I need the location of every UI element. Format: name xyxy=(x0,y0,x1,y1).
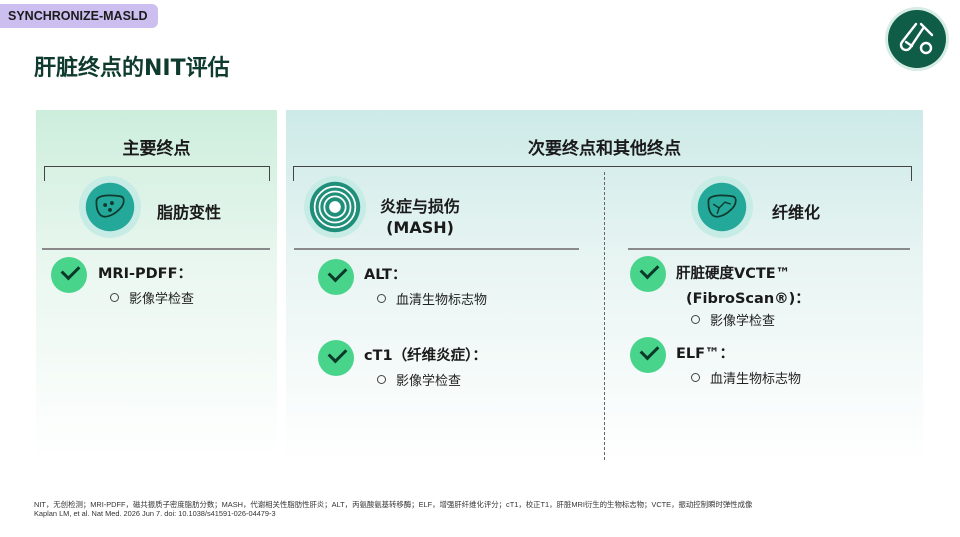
item-vcte: 肝脏硬度VCTE™ (FibroScan®)： xyxy=(676,266,810,307)
item-alt-sub: 血清生物标志物 xyxy=(377,289,487,308)
item-vcte-sub: 影像学检查 xyxy=(691,310,775,329)
checkmark-icon xyxy=(318,259,354,295)
checkmark-icon xyxy=(318,340,354,376)
item-elf-sub: 血清生物标志物 xyxy=(691,368,801,387)
primary-bracket xyxy=(44,166,270,181)
primary-header: 主要终点 xyxy=(122,139,191,159)
item-mri-pdff: MRI-PDFF： xyxy=(98,266,192,282)
primary-rule xyxy=(42,248,270,250)
checkmark-icon xyxy=(630,337,666,373)
checkmark-icon xyxy=(51,257,87,293)
footnote-abbreviations: NIT，无创检测；MRI-PDFF，磁共振质子密度脂肪分数；MASH，代谢相关性… xyxy=(34,500,753,509)
target-rings-icon xyxy=(303,175,367,239)
liver-fibrosis-icon xyxy=(690,175,754,239)
fibrosis-rule xyxy=(628,248,910,250)
liver-icon xyxy=(78,175,142,239)
category-steatosis: 脂肪变性 xyxy=(157,203,222,222)
item-alt: ALT： xyxy=(364,267,407,283)
column-divider xyxy=(604,172,605,460)
item-ct1-sub: 影像学检查 xyxy=(377,370,461,389)
checkmark-icon xyxy=(630,256,666,292)
footnote-citation: Kaplan LM, et al. Nat Med. 2026 Jun 7. d… xyxy=(34,509,276,518)
secondary-header: 次要终点和其他终点 xyxy=(528,139,681,159)
category-fibrosis: 纤维化 xyxy=(772,203,821,222)
secondary-bracket xyxy=(293,166,912,181)
test-tube-logo-icon xyxy=(888,10,946,68)
inflammation-rule xyxy=(294,248,579,250)
item-ct1: cT1（纤维炎症）： xyxy=(364,348,487,364)
study-tag: SYNCHRONIZE-MASLD xyxy=(0,4,158,28)
item-mri-pdff-sub: 影像学检查 xyxy=(110,288,194,307)
page-title: 肝脏终点的NIT评估 xyxy=(34,56,230,81)
category-inflammation: 炎症与损伤 (MASH) xyxy=(380,197,461,237)
item-elf: ELF™： xyxy=(676,346,735,362)
